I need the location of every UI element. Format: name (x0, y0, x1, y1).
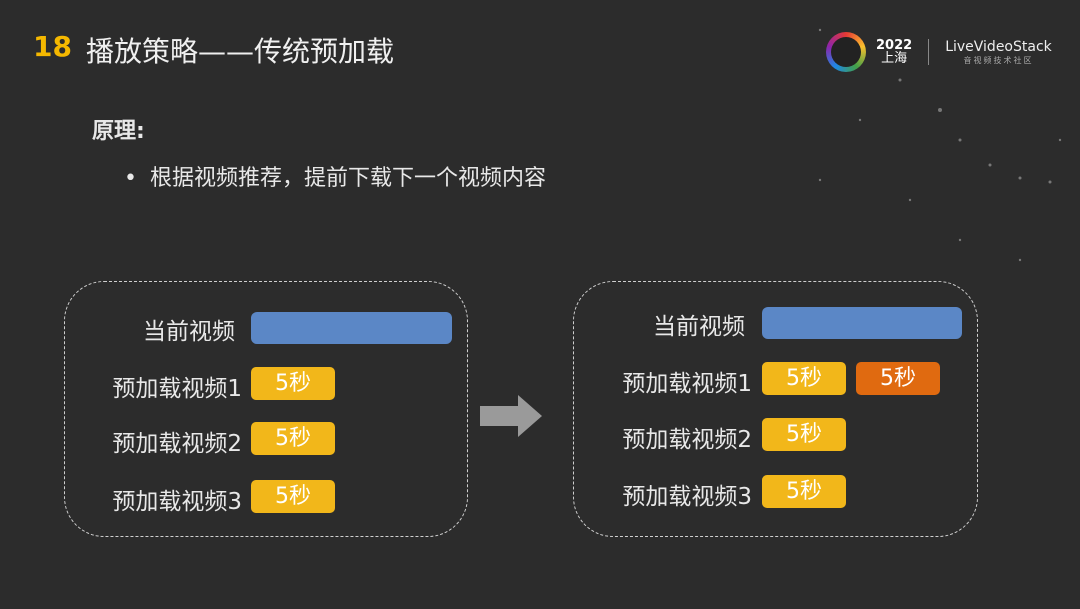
preload-label-1: 预加载视频1 (622, 371, 752, 397)
preload-label-3: 预加载视频3 (622, 484, 752, 510)
preload-label-2: 预加载视频2 (622, 427, 752, 453)
logo-tagline: 音视频技术社区 (963, 55, 1034, 65)
after-diagram (573, 281, 978, 537)
before-diagram (64, 281, 468, 537)
preload-badge: 5秒 (762, 362, 846, 395)
bullet-item: •根据视频推荐，提前下载下一个视频内容 (124, 166, 547, 191)
current-video-label: 当前视频 (653, 314, 745, 340)
preload-badge: 5秒 (762, 475, 846, 508)
event-logo: 2022 上海 LiveVideoStack 音视频技术社区 (826, 32, 1052, 72)
bullet-text: 根据视频推荐，提前下载下一个视频内容 (150, 166, 547, 191)
slide-title: 播放策略——传统预加载 (86, 35, 395, 68)
extra-preload-badge: 5秒 (856, 362, 940, 395)
slide-number: 18 (33, 30, 72, 63)
preload-label-1: 预加载视频1 (112, 376, 242, 402)
section-label: 原理: (92, 119, 145, 144)
preload-badge: 5秒 (762, 418, 846, 451)
preload-badge: 5秒 (251, 422, 335, 455)
logo-city: 上海 (881, 51, 908, 66)
preload-label-2: 预加载视频2 (112, 431, 242, 457)
preload-badge: 5秒 (251, 480, 335, 513)
current-video-bar (251, 312, 452, 344)
preload-label-3: 预加载视频3 (112, 489, 242, 515)
right-arrow-icon (480, 395, 542, 437)
current-video-bar (762, 307, 962, 339)
preload-badge: 5秒 (251, 367, 335, 400)
current-video-label: 当前视频 (143, 319, 235, 345)
logo-brand: LiveVideoStack (945, 38, 1052, 55)
conference-badge-icon (826, 32, 866, 72)
logo-year: 2022 (876, 38, 913, 53)
